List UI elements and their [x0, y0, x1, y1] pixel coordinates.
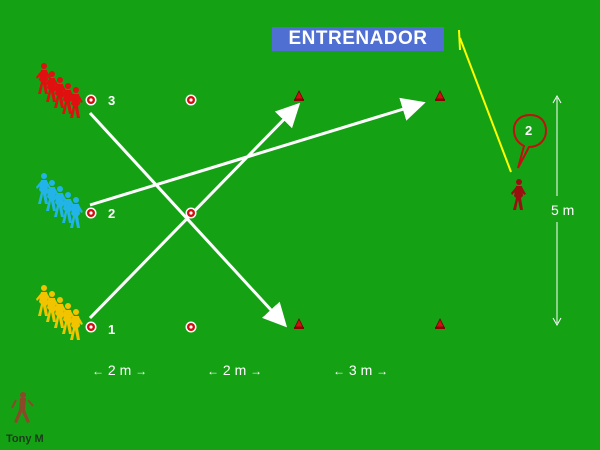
right-arrow-icon: →	[135, 364, 148, 378]
coach-runner-icon	[511, 179, 526, 210]
marker-icon	[85, 94, 97, 106]
marker-icon	[185, 207, 197, 219]
left-arrow-icon: ←	[207, 364, 219, 378]
distance-height: 5 m	[551, 202, 575, 218]
cone-icon	[293, 318, 305, 330]
line-label-3: 3	[108, 93, 116, 108]
blue-runners-group	[36, 173, 83, 228]
left-arrow-icon: ←	[92, 364, 104, 378]
height-dimension	[552, 94, 562, 327]
distance-gap-3: ← 3 m →	[333, 362, 388, 378]
marker-icon	[185, 94, 197, 106]
red-runners-group	[36, 63, 83, 118]
arrow-line2-to-far-cone	[89, 97, 426, 207]
marker-icon	[85, 321, 97, 333]
marker-icon	[85, 207, 97, 219]
yellow-runners-group	[36, 285, 83, 340]
distance-value: 2 m	[222, 362, 247, 378]
distance-gap-2: ← 2 m →	[207, 362, 262, 378]
coach-bubble-number: 2	[525, 123, 533, 138]
right-arrow-icon: →	[250, 364, 263, 378]
line-label-1: 1	[108, 322, 116, 337]
right-arrow-icon: →	[376, 364, 389, 378]
coach-sightline	[459, 37, 512, 173]
speech-bubble-icon	[512, 113, 548, 169]
left-arrow-icon: ←	[333, 364, 345, 378]
cone-icon	[293, 90, 305, 102]
marker-icon	[185, 321, 197, 333]
coach-label: ENTRENADOR	[272, 27, 444, 51]
cone-icon	[434, 318, 446, 330]
distance-value: 3 m	[348, 362, 373, 378]
author-credit: Tony M	[6, 433, 44, 445]
distance-gap-1: ← 2 m →	[92, 362, 147, 378]
logo-icon	[11, 392, 34, 423]
cone-icon	[434, 90, 446, 102]
line-label-2: 2	[108, 206, 116, 221]
distance-value: 2 m	[107, 362, 132, 378]
coach-position-mark	[458, 29, 461, 51]
